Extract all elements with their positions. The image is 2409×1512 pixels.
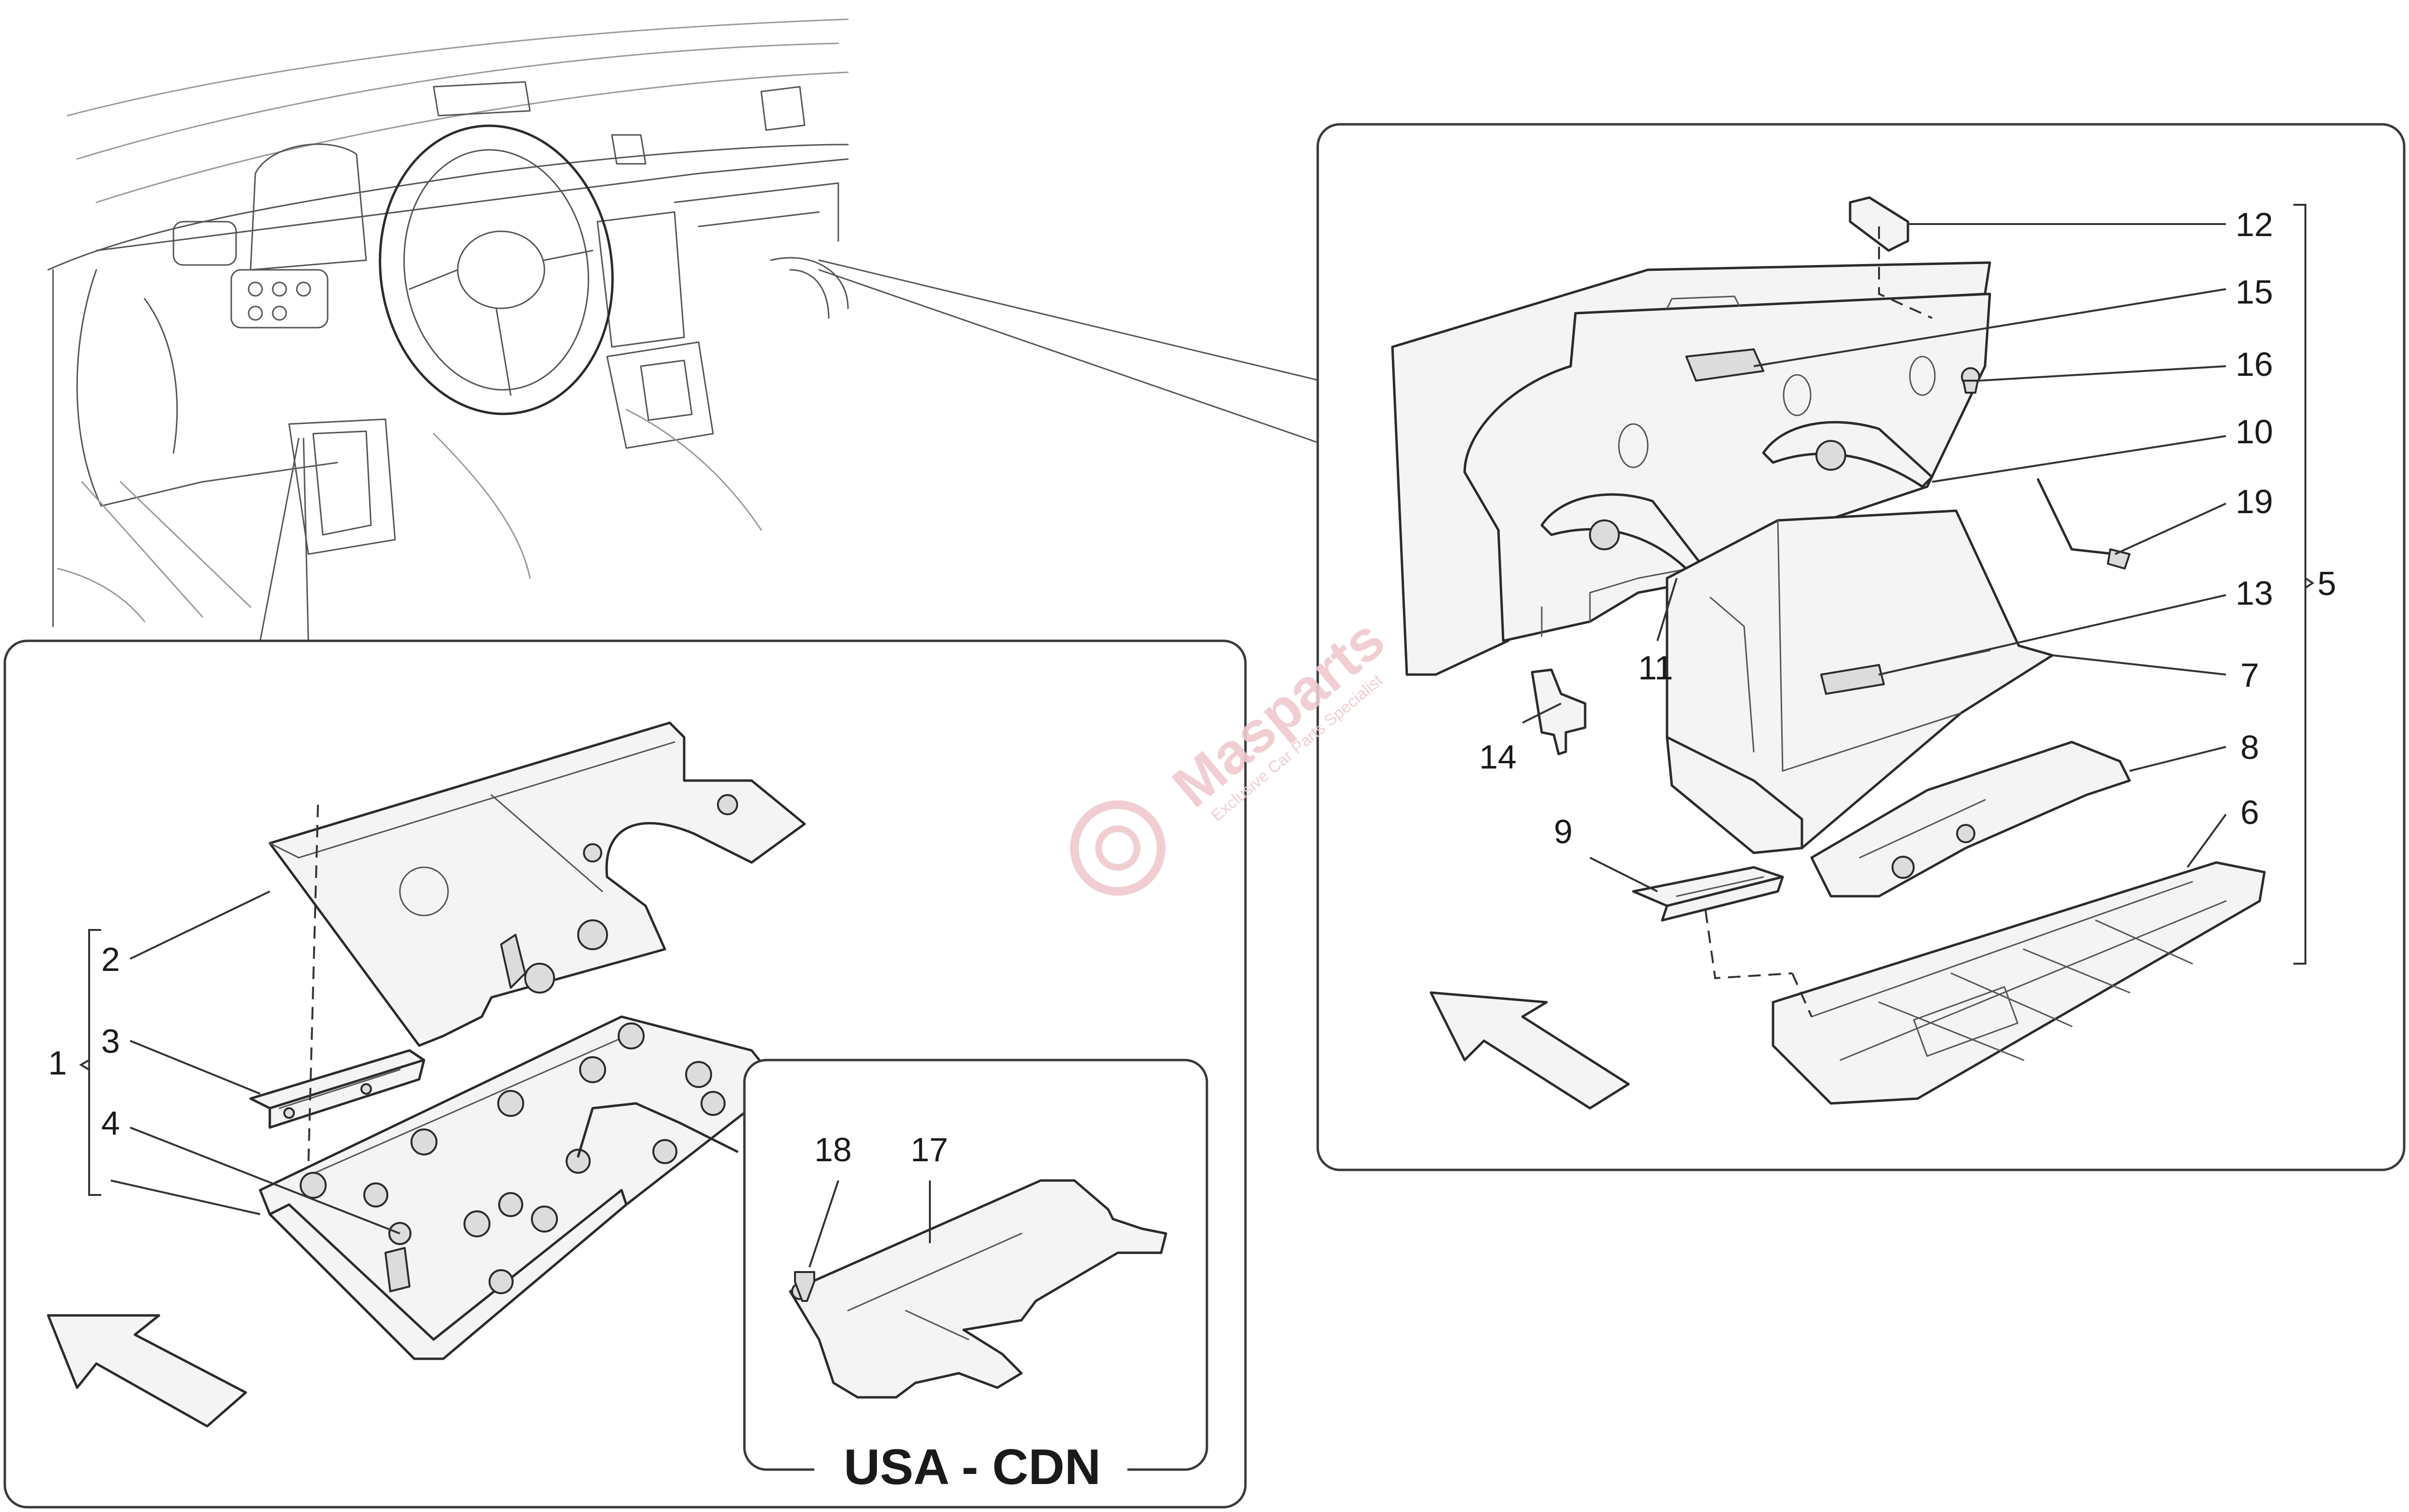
- callout-11: 11: [1638, 649, 1673, 687]
- glove-box-assembly-right: [1391, 196, 2266, 1105]
- callout-9: 9: [1554, 813, 1573, 850]
- usa-cdn-label: USA - CDN: [844, 1439, 1100, 1495]
- callout-7: 7: [2240, 656, 2259, 694]
- dashboard-overview: [47, 18, 1321, 642]
- direction-arrow-right: [1430, 991, 1630, 1110]
- callout-5: 5: [2317, 565, 2336, 602]
- callout-18: 18: [814, 1131, 852, 1168]
- callout-15: 15: [2236, 273, 2273, 311]
- leaders-right: [1522, 204, 2315, 965]
- callout-6: 6: [2240, 794, 2259, 831]
- usa-cdn-label-bg: [814, 1441, 1127, 1494]
- callout-13: 13: [2236, 574, 2273, 612]
- callout-4: 4: [101, 1104, 120, 1142]
- callout-10: 10: [2236, 413, 2273, 451]
- callout-12: 12: [2236, 206, 2273, 243]
- callout-16: 16: [2236, 345, 2273, 383]
- direction-arrow-left: [47, 1314, 247, 1428]
- glove-box-assembly-left: [249, 721, 806, 1360]
- callout-3: 3: [101, 1022, 120, 1060]
- callout-2: 2: [101, 941, 120, 978]
- callout-17: 17: [911, 1131, 948, 1168]
- callout-8: 8: [2240, 729, 2259, 766]
- leaders-left: [79, 890, 931, 1268]
- gear-logo-icon: [1070, 800, 1165, 896]
- callout-1: 1: [48, 1044, 67, 1082]
- screw-18: [794, 1271, 815, 1302]
- callout-19: 19: [2236, 483, 2273, 520]
- callout-14: 14: [1479, 738, 1517, 776]
